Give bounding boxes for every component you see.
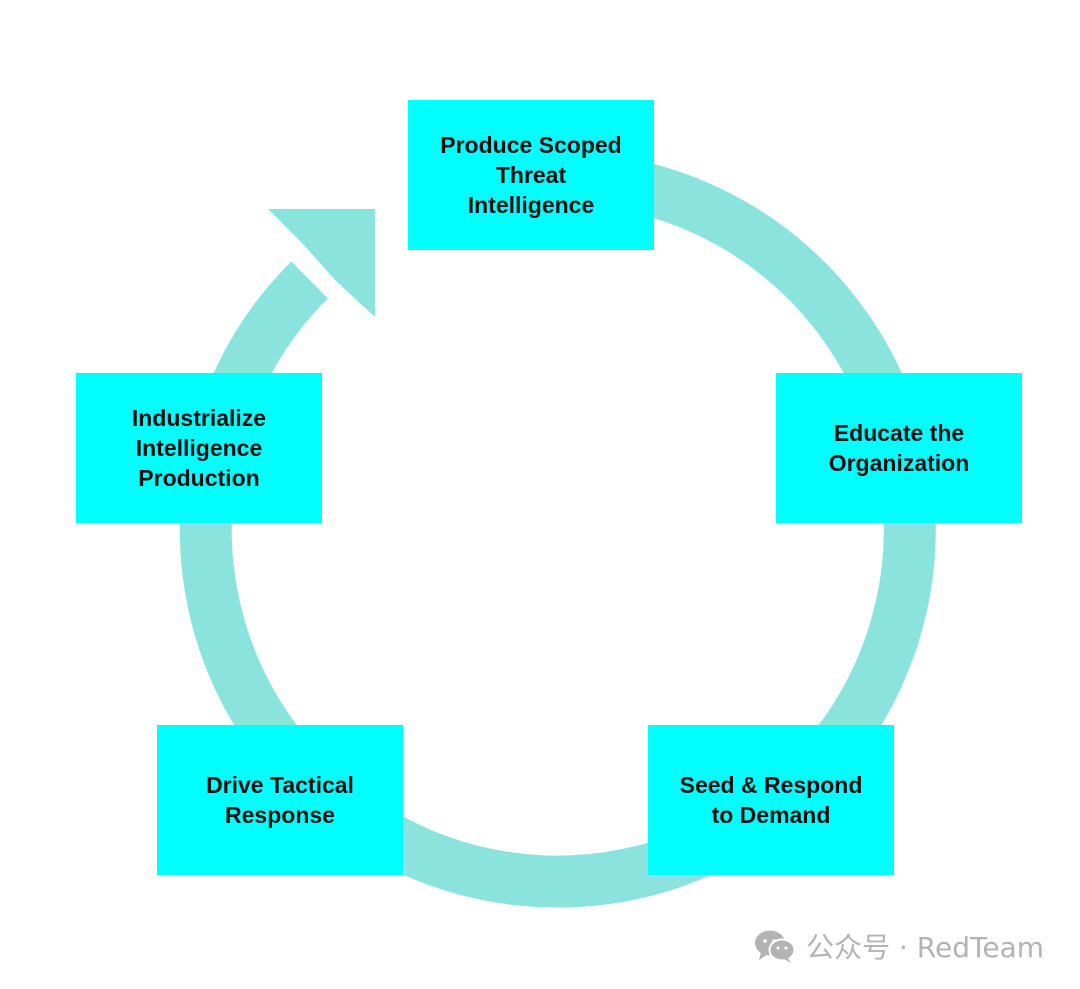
stage-label: Drive Tactical Response xyxy=(206,772,354,828)
stage-drive-tactical-response: Drive Tactical Response xyxy=(157,725,403,875)
stage-seed-respond-to-demand: Seed & Respond to Demand xyxy=(648,725,894,875)
cycle-arrowhead-icon xyxy=(268,209,375,317)
stage-produce-scoped-threat-intelligence: Produce Scoped Threat Intelligence xyxy=(408,100,654,250)
stage-label: Seed & Respond to Demand xyxy=(679,772,863,828)
watermark-text: 公众号 · RedTeam xyxy=(806,931,1044,964)
stage-label: Industrialize Intelligence Production xyxy=(131,405,267,491)
stage-educate-the-organization: Educate the Organization xyxy=(776,373,1022,523)
watermark: 公众号 · RedTeam xyxy=(754,926,1044,966)
stage-label: Produce Scoped Threat Intelligence xyxy=(440,132,622,218)
wechat-icon xyxy=(754,928,796,964)
stage-industrialize-intelligence-production: Industrialize Intelligence Production xyxy=(76,373,322,523)
stage-label: Educate the Organization xyxy=(828,420,970,476)
